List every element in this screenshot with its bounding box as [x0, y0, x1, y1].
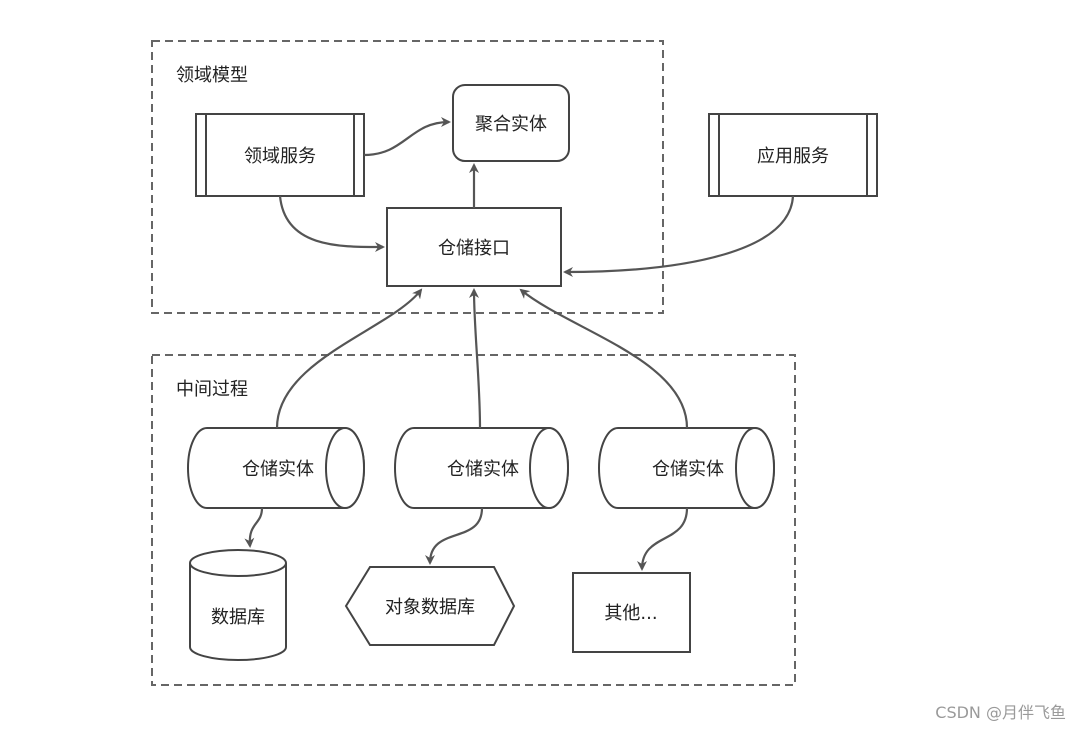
- arrow-entity3-to-other: [637, 507, 689, 571]
- object-database-label: 对象数据库: [385, 597, 475, 618]
- arrow-entity3-to-interface: [519, 288, 689, 429]
- repository-entity-label-1: 仓储实体: [242, 459, 314, 480]
- database-label: 数据库: [211, 607, 265, 628]
- middle-process-group-label: 中间过程: [176, 379, 248, 400]
- arrow-entity1-to-database: [244, 507, 264, 548]
- domain-service-label: 领域服务: [244, 146, 316, 167]
- repository-entity-node-3: 仓储实体: [598, 427, 775, 509]
- arrow-domain-service-to-aggregate: [363, 117, 451, 157]
- object-database-node: 对象数据库: [344, 566, 516, 646]
- domain-model-group: [151, 40, 664, 314]
- domain-service-node: 领域服务: [195, 113, 365, 197]
- database-node: 数据库: [189, 549, 287, 661]
- repository-entity-label-3: 仓储实体: [652, 459, 724, 480]
- watermark-text: CSDN @月伴飞鱼: [935, 703, 1066, 722]
- application-service-label: 应用服务: [757, 146, 829, 167]
- arrow-entity1-to-interface: [275, 288, 423, 429]
- arrow-domain-service-to-interface: [278, 195, 385, 253]
- middle-process-group: [151, 354, 796, 686]
- other-node: 其他...: [572, 572, 691, 653]
- arrow-entity2-to-object-db: [425, 507, 484, 565]
- repository-entity-node-2: 仓储实体: [394, 427, 569, 509]
- application-service-node: 应用服务: [708, 113, 878, 197]
- domain-model-group-label: 领域模型: [176, 65, 248, 86]
- repository-interface-node: 仓储接口: [386, 207, 562, 287]
- repository-interface-label: 仓储接口: [438, 238, 510, 259]
- repository-entity-node-1: 仓储实体: [187, 427, 365, 509]
- aggregate-entity-label: 聚合实体: [475, 114, 547, 135]
- other-label: 其他...: [604, 603, 657, 624]
- repository-entity-label-2: 仓储实体: [447, 459, 519, 480]
- arrow-app-service-to-interface: [563, 195, 795, 277]
- aggregate-entity-node: 聚合实体: [452, 84, 570, 162]
- arrow-entity2-to-interface: [469, 288, 482, 429]
